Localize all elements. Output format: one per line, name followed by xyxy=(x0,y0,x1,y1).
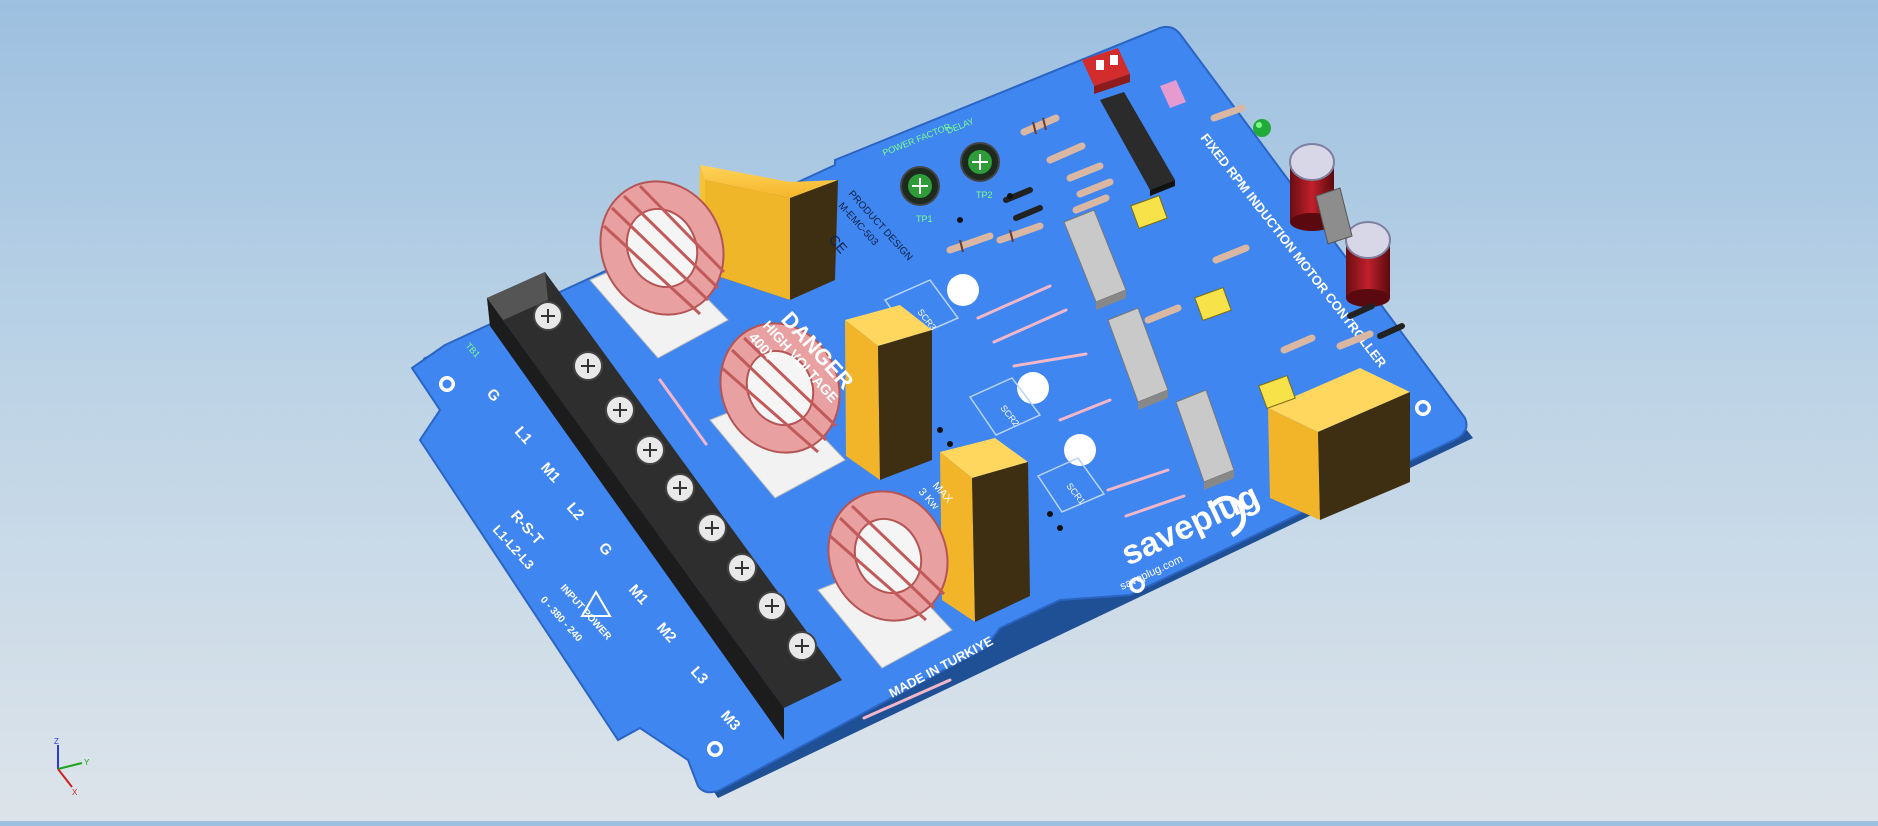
terminal-screws[interactable] xyxy=(533,301,817,661)
electrolytic-capacitor[interactable] xyxy=(1345,221,1391,307)
toroid-inductor[interactable] xyxy=(808,472,969,669)
axis-triad[interactable]: Z Y X xyxy=(40,735,100,795)
optocoupler[interactable] xyxy=(1175,389,1235,490)
film-capacitor[interactable] xyxy=(940,438,1030,622)
tp1-label: TP1 xyxy=(916,214,933,224)
dip-switch[interactable] xyxy=(1082,48,1130,94)
delay-trimpot[interactable] xyxy=(960,142,1000,182)
plug-logo-icon xyxy=(1208,495,1247,538)
wire-links xyxy=(658,284,1186,720)
vias xyxy=(937,193,1063,531)
film-capacitor-large[interactable] xyxy=(1268,368,1410,520)
voltage-regulator[interactable] xyxy=(1315,187,1353,245)
diodes[interactable] xyxy=(1003,187,1405,339)
film-capacitor[interactable] xyxy=(845,305,932,480)
toroid-inductor[interactable] xyxy=(579,161,745,359)
board-holes xyxy=(947,274,1096,466)
yellow-transformer[interactable] xyxy=(1130,194,1168,230)
pcb-board[interactable] xyxy=(410,25,1468,794)
x-axis-label: X xyxy=(72,788,78,795)
terminal-block[interactable] xyxy=(487,272,842,740)
resistors[interactable] xyxy=(946,104,1374,354)
yellow-transformer[interactable] xyxy=(1194,286,1232,322)
toroid-inductor[interactable] xyxy=(700,304,861,499)
led-indicator xyxy=(1253,119,1271,137)
ic-chip[interactable] xyxy=(1100,92,1175,196)
y-axis-label: Y xyxy=(84,758,90,767)
optocoupler[interactable] xyxy=(1107,307,1169,410)
film-capacitor[interactable] xyxy=(698,165,838,300)
warning-triangle-icon xyxy=(580,590,612,617)
x-axis-line xyxy=(57,768,73,788)
mounting-holes xyxy=(439,376,1431,757)
yellow-transformer[interactable] xyxy=(1258,374,1296,410)
fuse[interactable] xyxy=(1160,80,1186,108)
z-axis-label: Z xyxy=(54,737,59,746)
optocoupler[interactable] xyxy=(1063,209,1127,310)
tp2-label: TP2 xyxy=(976,190,993,200)
resistor-bands xyxy=(959,117,1047,253)
y-axis-line xyxy=(57,762,83,770)
power-factor-trimpot[interactable] xyxy=(900,166,940,206)
